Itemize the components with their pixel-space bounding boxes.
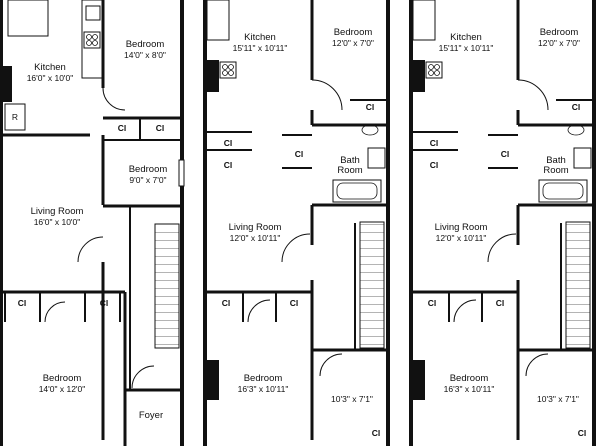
room-name: Bedroom <box>126 39 165 50</box>
room-name: Bedroom <box>450 373 489 384</box>
room-dims: 12'0" x 7'0" <box>538 38 580 48</box>
closet-label: Cl <box>578 428 587 438</box>
unit-2-plan <box>203 0 390 446</box>
closet-label: Cl <box>430 138 439 148</box>
closet-label: Cl <box>295 149 304 159</box>
room-dims: 9'0" x 7'0" <box>129 175 166 185</box>
room-dims: 15'11" x 10'11" <box>439 43 494 53</box>
room-dims: 14'0" x 8'0" <box>124 50 166 60</box>
room-dims: 12'0" x 7'0" <box>332 38 374 48</box>
room-name-line2: Room <box>337 165 362 176</box>
room-name: Living Room <box>229 222 282 233</box>
unit-3-plan <box>409 0 596 446</box>
closet-label: Cl <box>224 160 233 170</box>
room-name-line2: Room <box>543 165 568 176</box>
closet-label: Cl <box>156 123 165 133</box>
closet-label: Cl <box>501 149 510 159</box>
unit-1-labels: Kitchen 16'0" x 10'0" Bedroom 14'0" x 8'… <box>12 39 167 421</box>
closet-label: Cl <box>572 102 581 112</box>
room-dims: 16'0" x 10'0" <box>34 217 81 227</box>
room-name: Foyer <box>139 410 163 421</box>
unit-3-labels: Kitchen 15'11" x 10'11" Bedroom 12'0" x … <box>428 27 587 438</box>
room-dims: 15'11" x 10'11" <box>233 43 288 53</box>
room-name-line1: Bath <box>340 155 360 166</box>
room-name: Kitchen <box>244 32 276 43</box>
closet-label: Cl <box>430 160 439 170</box>
closet-label: Cl <box>496 298 505 308</box>
room-dims: 16'3" x 10'11" <box>238 384 289 394</box>
room-name: Bedroom <box>244 373 283 384</box>
room-dims: 12'0" x 10'11" <box>436 233 487 243</box>
closet-label: Cl <box>372 428 381 438</box>
unit-2-labels: Kitchen 15'11" x 10'11" Bedroom 12'0" x … <box>222 27 381 438</box>
room-dims: 16'0" x 10'0" <box>27 73 74 83</box>
closet-label: Cl <box>118 123 127 133</box>
room-name: Kitchen <box>450 32 482 43</box>
unit-1-plan <box>0 0 185 446</box>
room-name: Bedroom <box>129 164 168 175</box>
room-name: Living Room <box>31 206 84 217</box>
closet-label: Cl <box>366 102 375 112</box>
room-dims: 10'3" x 7'1" <box>331 394 373 404</box>
room-name: Kitchen <box>34 62 66 73</box>
room-name: Bedroom <box>334 27 373 38</box>
closet-label: Cl <box>224 138 233 148</box>
room-name: Bedroom <box>43 373 82 384</box>
room-dims: 12'0" x 10'11" <box>230 233 281 243</box>
closet-label: Cl <box>18 298 27 308</box>
closet-label: Cl <box>222 298 231 308</box>
closet-label: Cl <box>100 298 109 308</box>
closet-label: Cl <box>290 298 299 308</box>
room-name-line1: Bath <box>546 155 566 166</box>
closet-label: Cl <box>428 298 437 308</box>
room-name: Living Room <box>435 222 488 233</box>
room-dims: 10'3" x 7'1" <box>537 394 579 404</box>
fixture-label: R <box>12 112 18 122</box>
room-dims: 16'3" x 10'11" <box>444 384 495 394</box>
room-dims: 14'0" x 12'0" <box>39 384 86 394</box>
room-name: Bedroom <box>540 27 579 38</box>
